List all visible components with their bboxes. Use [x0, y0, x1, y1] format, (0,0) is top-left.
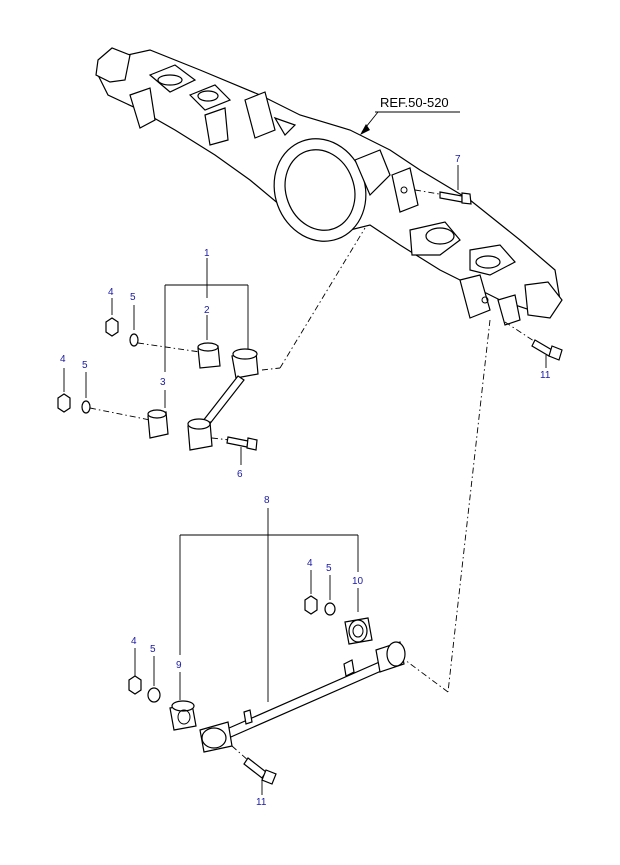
rear-axle-housing — [95, 47, 563, 326]
callout-4-c: 4 — [307, 558, 313, 569]
callout-5-b: 5 — [82, 360, 88, 371]
reference-label: REF.50-520 — [360, 95, 460, 135]
callout-8: 8 — [264, 495, 270, 506]
callout-2: 2 — [204, 305, 210, 316]
callout-4-b: 4 — [60, 354, 66, 365]
upper-control-arm: 1 2 3 6 — [89, 227, 366, 480]
reference-text: REF.50-520 — [380, 95, 449, 110]
upper-nut-washer-group: 4 5 4 5 — [57, 287, 139, 414]
callout-11-upper: 11 — [540, 370, 551, 381]
callout-11-lower: 11 — [256, 797, 267, 808]
callout-5-d: 5 — [150, 644, 156, 655]
callout-4-d: 4 — [131, 636, 137, 647]
bolt-7: 7 — [414, 154, 472, 205]
callout-4-a: 4 — [108, 287, 114, 298]
callout-9: 9 — [176, 660, 182, 671]
axle-to-lower-arm-line — [447, 319, 491, 693]
callout-3: 3 — [160, 377, 166, 388]
callout-5-c: 5 — [326, 563, 332, 574]
lower-control-arm: 8 9 10 11 — [169, 495, 406, 808]
callout-10: 10 — [352, 576, 364, 587]
callout-1: 1 — [204, 248, 210, 259]
callout-7: 7 — [455, 154, 461, 165]
bolt-11-upper: 11 — [504, 321, 563, 381]
callout-6: 6 — [237, 469, 243, 480]
callout-5-a: 5 — [130, 292, 136, 303]
lower-nut-washer-group: 4 5 4 5 — [128, 558, 336, 703]
